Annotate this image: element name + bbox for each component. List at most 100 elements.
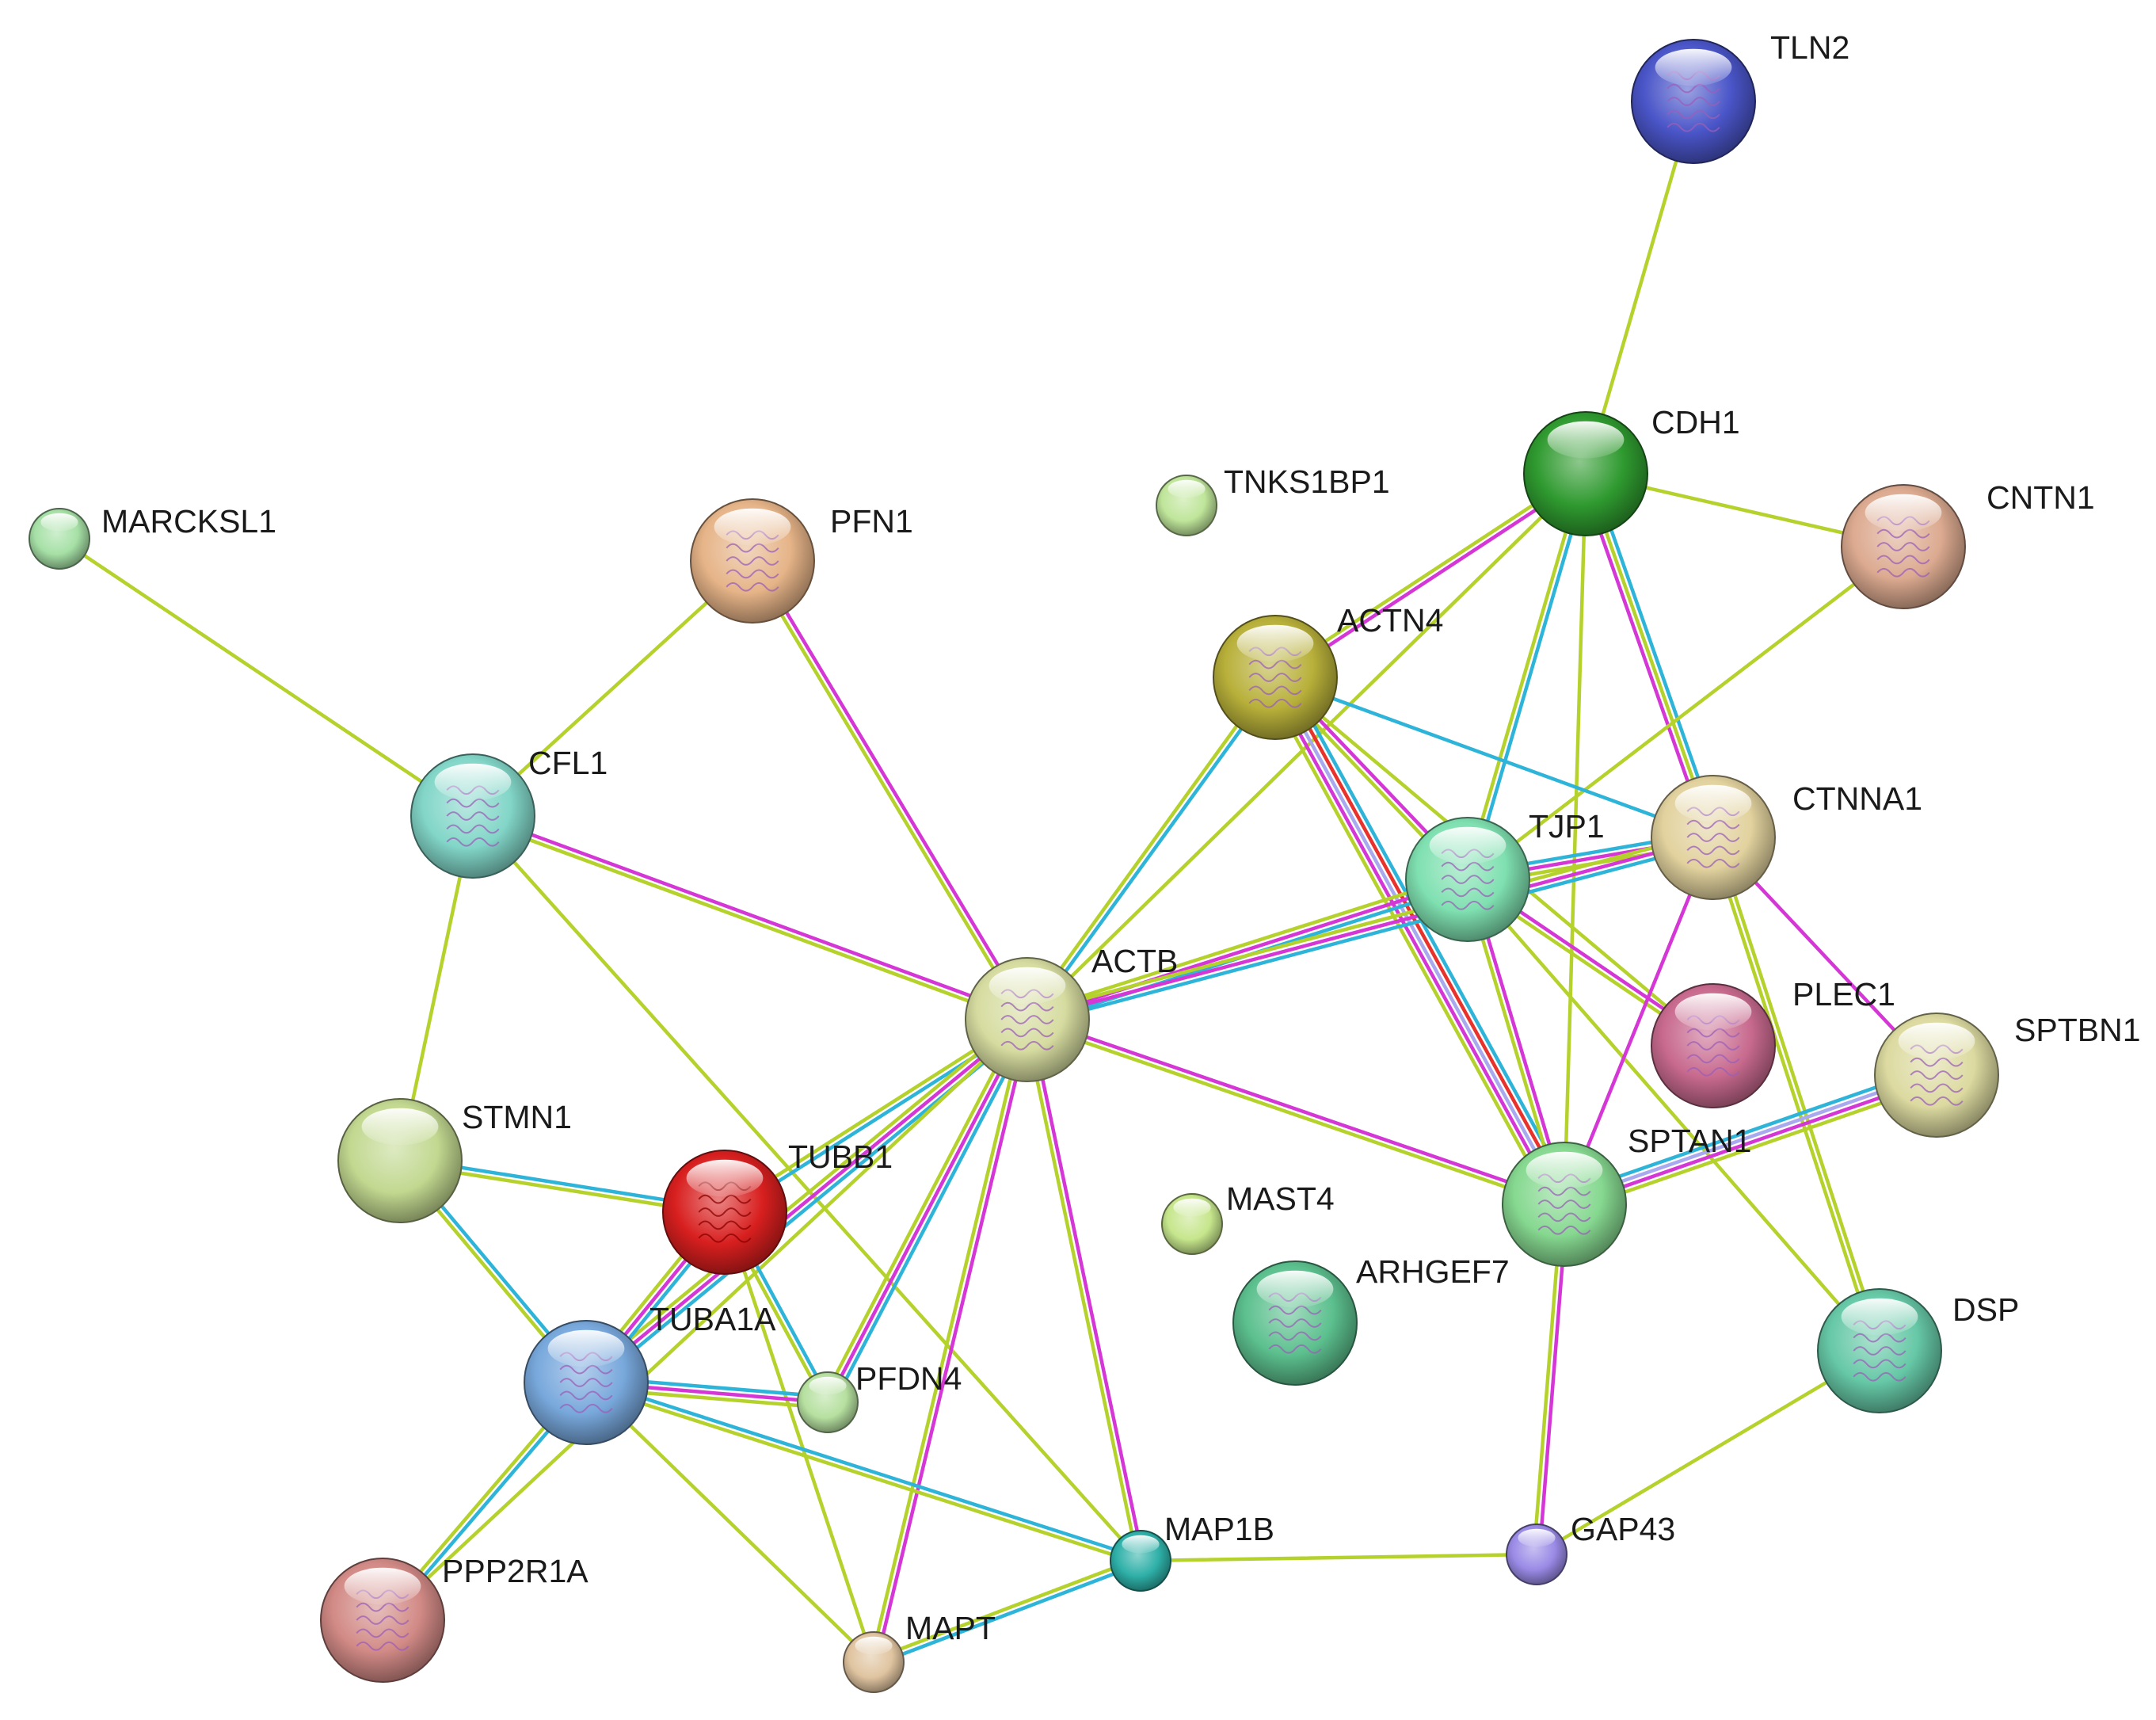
node-gloss: [1173, 1198, 1211, 1217]
edge-evidence-experimental: [1268, 678, 1562, 1209]
node-label-tnks1bp1: TNKS1BP1: [1224, 463, 1390, 500]
node-label-arhgef7: ARHGEF7: [1356, 1253, 1510, 1290]
node-gloss: [809, 1376, 847, 1395]
edge-evidence-experimental: [1563, 1076, 1940, 1209]
edge-evidence-textmining: [1463, 471, 1585, 881]
edge-marcksl1-cfl1: [57, 536, 475, 818]
node-cdh1[interactable]: [1523, 411, 1648, 536]
node-gloss: [361, 1108, 439, 1146]
edge-evidence-experimental: [874, 1018, 1032, 1665]
node-gap43[interactable]: [1506, 1524, 1567, 1585]
node-label-dsp: DSP: [1952, 1291, 2019, 1328]
edge-evidence-textmining: [1565, 1081, 1941, 1215]
edge-cdh1-sptan1: [1562, 471, 1588, 1207]
edge-evidence-textmining: [1023, 673, 1275, 1020]
edge-evidence-textmining: [57, 536, 475, 818]
node-gloss: [1429, 826, 1507, 864]
edge-evidence-database: [1283, 670, 1576, 1201]
node-gloss: [988, 967, 1066, 1005]
edge-evidence-homology: [1561, 1070, 1938, 1203]
edge-evidence-textmining: [581, 1013, 1026, 1380]
node-label-actn4: ACTN4: [1337, 602, 1443, 639]
node-label-map1b: MAP1B: [1164, 1511, 1274, 1547]
edge-cdh1-tjp1: [1463, 471, 1590, 883]
edge-evidence-experimental: [1025, 835, 1716, 1022]
node-label-tjp1: TJP1: [1529, 808, 1605, 845]
edge-evidence-experimental: [752, 557, 1032, 1020]
node-label-tubb1: TUBB1: [788, 1138, 893, 1175]
node-label-pfn1: PFN1: [830, 503, 913, 540]
edge-evidence-textmining: [1534, 1348, 1882, 1557]
edge-map1b-gap43: [1138, 1552, 1539, 1563]
edge-evidence-experimental: [1028, 1017, 1145, 1562]
node-label-sptan1: SPTAN1: [1628, 1123, 1751, 1159]
node-tln2[interactable]: [1631, 39, 1756, 164]
node-tubb1[interactable]: [662, 1150, 787, 1275]
edge-sptan1-sptbn1: [1560, 1065, 1941, 1215]
node-arhgef7[interactable]: [1232, 1260, 1358, 1386]
node-actn4[interactable]: [1213, 615, 1338, 740]
edge-evidence-textmining: [1263, 681, 1556, 1211]
node-plec1[interactable]: [1651, 983, 1776, 1108]
edge-evidence-textmining: [1023, 872, 1468, 1016]
node-gloss: [1168, 479, 1206, 498]
edge-evidence-textmining: [583, 1383, 1142, 1566]
node-gloss: [1256, 1270, 1334, 1308]
edge-evidence-textmining: [470, 814, 1143, 1563]
edge-evidence-textmining: [1023, 1018, 1140, 1563]
edge-evidence-textmining: [470, 817, 1029, 1024]
node-marcksl1[interactable]: [29, 508, 90, 570]
node-pfdn4[interactable]: [797, 1371, 859, 1433]
edge-evidence-experimental: [471, 811, 1030, 1019]
node-map1b[interactable]: [1110, 1530, 1171, 1592]
node-tuba1a[interactable]: [524, 1320, 649, 1445]
edge-evidence-textmining: [869, 1016, 1027, 1664]
node-label-marcksl1: MARCKSL1: [101, 503, 276, 540]
node-sptan1[interactable]: [1502, 1142, 1627, 1267]
edge-map1b-mapt: [870, 1556, 1144, 1667]
node-label-cdh1: CDH1: [1651, 404, 1740, 440]
edge-evidence-homology: [1273, 675, 1567, 1207]
node-dsp[interactable]: [1817, 1288, 1942, 1413]
node-actb[interactable]: [965, 957, 1090, 1082]
node-cntn1[interactable]: [1841, 484, 1966, 609]
node-gloss: [686, 1159, 764, 1197]
node-tjp1[interactable]: [1405, 817, 1530, 942]
node-cfl1[interactable]: [410, 753, 535, 879]
node-ctnna1[interactable]: [1651, 775, 1776, 900]
edge-actn4-ctnna1: [1273, 675, 1716, 840]
node-label-ctnna1: CTNNA1: [1792, 780, 1922, 817]
edge-evidence-textmining: [1714, 834, 1884, 1352]
edge-tjp1-dsp: [1465, 877, 1882, 1353]
edge-evidence-database: [1027, 841, 1717, 1028]
node-gloss: [1526, 1151, 1603, 1189]
edge-evidence-database: [830, 1020, 1034, 1407]
edge-evidence-experimental: [1579, 474, 1710, 841]
edge-actb-map1b: [1023, 1017, 1145, 1563]
node-tnks1bp1[interactable]: [1156, 475, 1217, 536]
node-stmn1[interactable]: [337, 1098, 463, 1223]
edge-evidence-textmining: [1024, 1020, 1566, 1209]
edge-evidence-textmining: [1138, 1552, 1539, 1563]
node-gloss: [1518, 1528, 1556, 1547]
edge-ctnna1-actb: [1023, 829, 1717, 1028]
node-gloss: [1547, 421, 1625, 459]
node-sptbn1[interactable]: [1874, 1013, 1999, 1138]
node-label-tln2: TLN2: [1770, 29, 1849, 66]
edge-ctnna1-dsp: [1708, 834, 1884, 1354]
node-gloss: [1898, 1022, 1975, 1060]
node-mast4[interactable]: [1161, 1193, 1223, 1255]
edge-evidence-experimental: [1026, 1015, 1567, 1203]
edge-tln2-cdh1: [1583, 99, 1696, 476]
edge-tuba1a-mapt: [584, 1380, 876, 1665]
node-label-tuba1a: TUBA1A: [649, 1301, 776, 1337]
node-gloss: [40, 513, 78, 532]
node-mapt[interactable]: [843, 1631, 905, 1693]
node-label-mast4: MAST4: [1226, 1180, 1335, 1217]
node-ppp2r1a[interactable]: [320, 1558, 445, 1683]
node-gloss: [1674, 784, 1752, 822]
node-gloss: [1841, 1298, 1918, 1336]
node-gloss: [1655, 48, 1732, 86]
node-pfn1[interactable]: [690, 498, 815, 624]
